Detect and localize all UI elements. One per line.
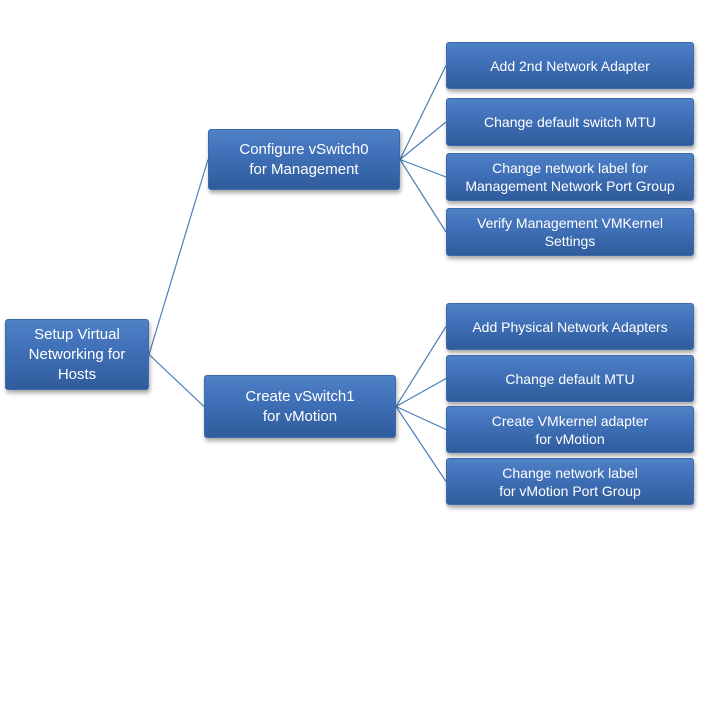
leaf-node-change-mgmt-label[interactable]: Change network label for Management Netw… xyxy=(446,153,694,201)
connector-vswitch0-to-leaf-1 xyxy=(399,65,447,160)
connector-vswitch1-to-leaf-3 xyxy=(395,405,447,431)
root-node[interactable]: Setup Virtual Networking for Hosts xyxy=(5,319,149,390)
connector-vswitch0-to-leaf-3 xyxy=(399,158,447,178)
connector-vswitch1-to-leaf-2 xyxy=(395,377,447,408)
branch-node-vswitch1[interactable]: Create vSwitch1 for vMotion xyxy=(204,375,396,438)
connector-vswitch1-to-leaf-4 xyxy=(395,406,447,482)
connector-root-to-vswitch1 xyxy=(148,354,205,407)
leaf-node-create-vmkernel-adapter[interactable]: Create VMkernel adapter for vMotion xyxy=(446,406,694,453)
connector-root-to-vswitch0 xyxy=(148,159,209,355)
leaf-node-add-physical-adapters[interactable]: Add Physical Network Adapters xyxy=(446,303,694,350)
leaf-node-change-switch-mtu[interactable]: Change default switch MTU xyxy=(446,98,694,146)
leaf-node-change-vmotion-label[interactable]: Change network label for vMotion Port Gr… xyxy=(446,458,694,505)
leaf-node-change-default-mtu[interactable]: Change default MTU xyxy=(446,355,694,402)
connector-vswitch0-to-leaf-4 xyxy=(399,159,447,233)
connector-vswitch0-to-leaf-2 xyxy=(399,121,447,160)
leaf-node-add-2nd-adapter[interactable]: Add 2nd Network Adapter xyxy=(446,42,694,89)
leaf-node-verify-vmkernel[interactable]: Verify Management VMKernel Settings xyxy=(446,208,694,256)
connector-vswitch1-to-leaf-1 xyxy=(395,326,447,407)
branch-node-vswitch0[interactable]: Configure vSwitch0 for Management xyxy=(208,129,400,190)
